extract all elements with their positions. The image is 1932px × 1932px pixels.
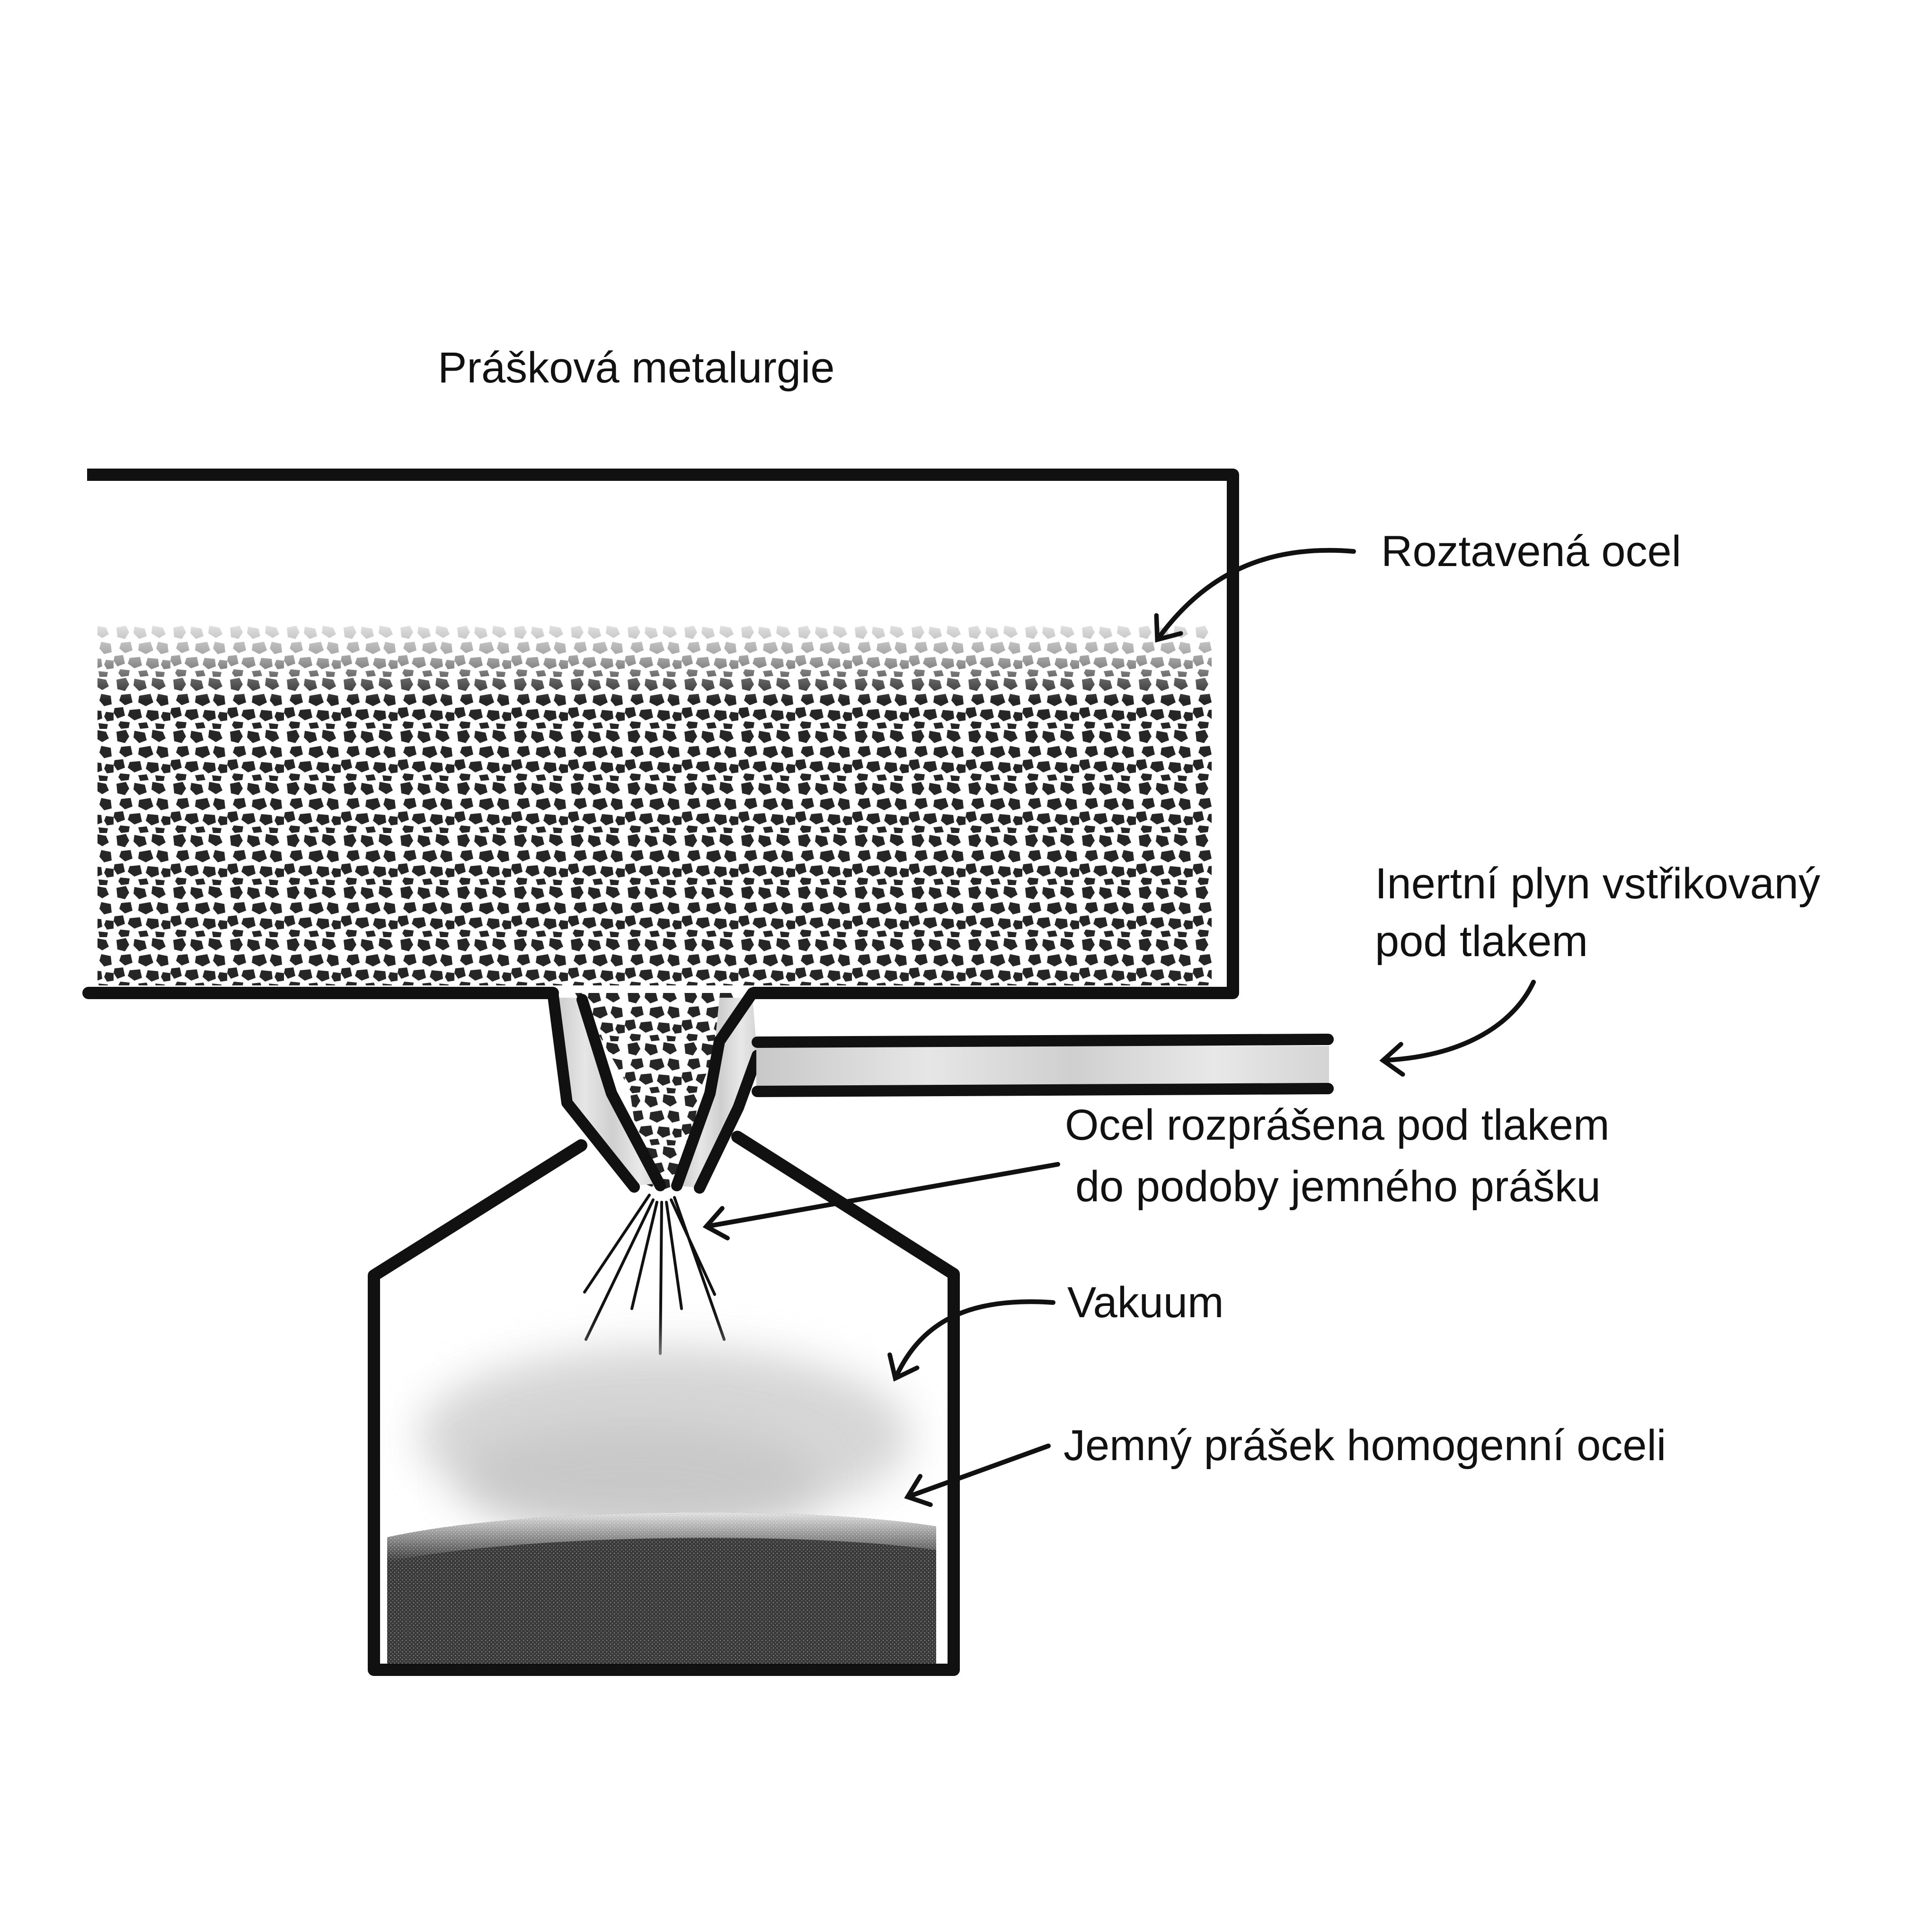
tank-outline: [82, 469, 1239, 999]
arrow-vacuum: [887, 1299, 1055, 1382]
nozzle-right-outer: [694, 1050, 763, 1194]
label-inert-gas-line2: pod tlakem: [1375, 917, 1588, 966]
spray-line: [585, 1198, 655, 1341]
label-vacuum: Vakuum: [1067, 1278, 1224, 1327]
arrow-atomized: [702, 1162, 1060, 1241]
gas-pipe-bottom-wall: [752, 1083, 1334, 1097]
fine-powder-pile: [387, 1512, 936, 1666]
vacuum-chamber: [368, 1131, 960, 1676]
molten-steel-surface-fade: [97, 611, 1212, 700]
atomizing-nozzle: [547, 987, 763, 1194]
label-atomized-line1: Ocel rozprášena pod tlakem: [1065, 1101, 1610, 1149]
chamber-outline: [368, 1131, 960, 1676]
label-atomized-line2: do podoby jemného prášku: [1075, 1162, 1601, 1211]
spray-jets: [583, 1194, 726, 1355]
spray-line: [665, 1201, 683, 1310]
nozzle-steel-stream: [575, 993, 738, 1193]
diagram-title: Prášková metalurgie: [438, 344, 835, 392]
nozzle-right-inner: [671, 987, 758, 1191]
spray-line: [583, 1194, 651, 1294]
powder-cloud: [459, 1425, 819, 1538]
molten-steel-tank: [82, 469, 1239, 999]
label-molten-steel: Roztavená ocel: [1381, 527, 1681, 576]
label-fine-powder: Jemný prášek homogenní oceli: [1063, 1421, 1666, 1470]
arrow-fine-powder: [904, 1444, 1051, 1507]
nozzle-left-outer: [547, 987, 640, 1193]
spray-line: [630, 1201, 658, 1310]
inert-gas-pipe: [752, 1034, 1334, 1097]
spray-line: [673, 1196, 726, 1341]
labels: Roztavená ocel Inertní plyn vstřikovaný …: [1063, 527, 1820, 1470]
fine-powder-top-fade: [387, 1512, 936, 1562]
spray-line: [659, 1201, 663, 1355]
annotation-arrows: [702, 548, 1536, 1507]
label-inert-gas-line1: Inertní plyn vstřikovaný: [1375, 860, 1820, 908]
nozzle-left-inner: [576, 994, 666, 1191]
gas-pipe-top-wall: [752, 1034, 1334, 1048]
arrow-molten-steel: [1154, 548, 1356, 643]
arrow-inert-gas: [1379, 980, 1536, 1077]
